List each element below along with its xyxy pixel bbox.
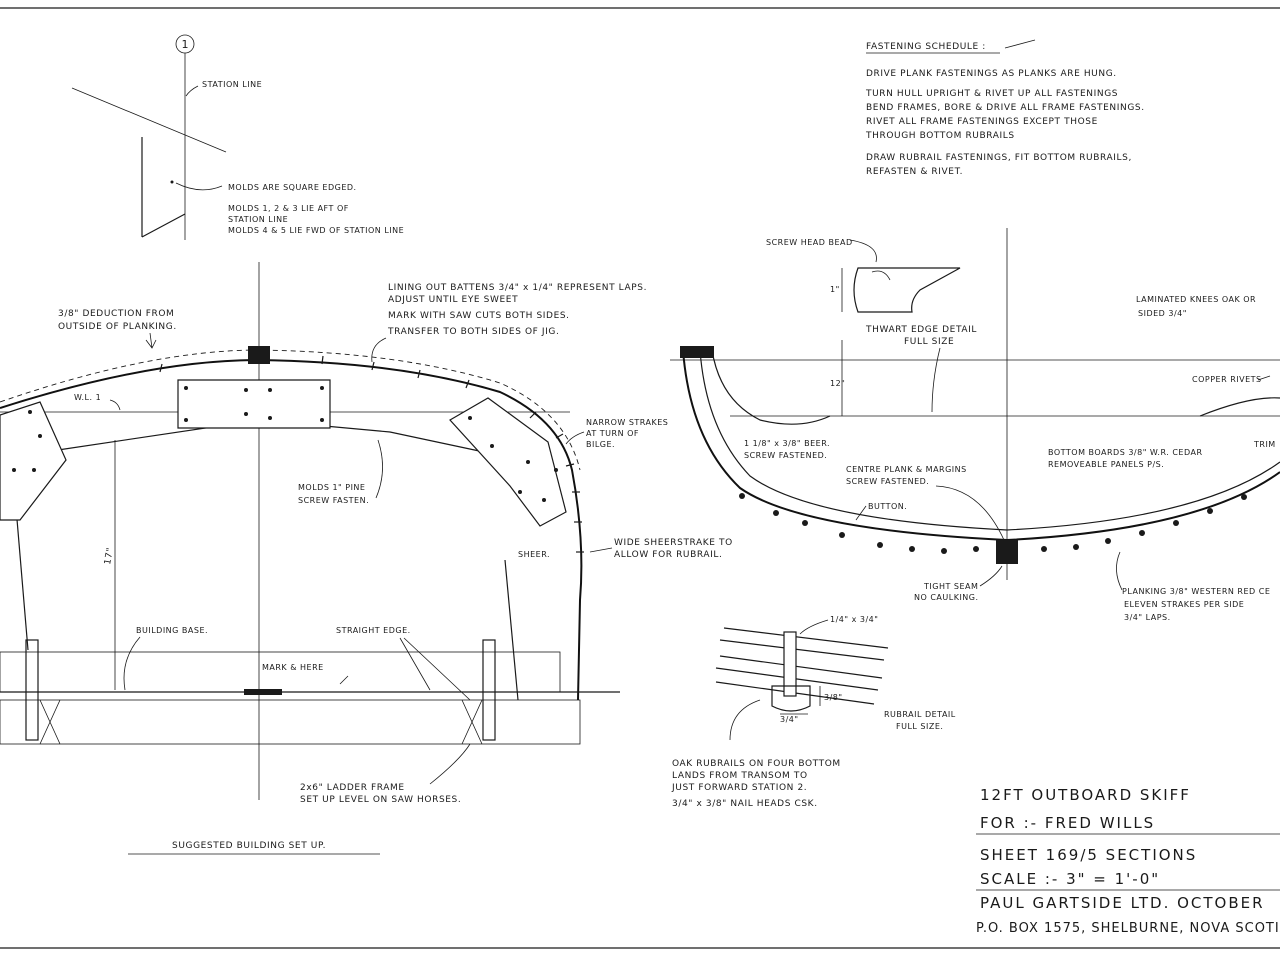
narrow-strakes-3: BILGE.: [586, 440, 615, 449]
thwart-detail-1: THWART EDGE DETAIL: [865, 325, 977, 335]
copper-rivets-label: COPPER RIVETS: [1192, 375, 1262, 384]
thwart-detail-2: FULL SIZE: [904, 337, 954, 347]
button-label: BUTTON.: [868, 502, 907, 511]
molds-note-2: MOLDS 1, 2 & 3 LIE AFT OF: [228, 204, 349, 213]
lining-label-1: LINING OUT BATTENS 3/4" x 1/4" REPRESENT…: [388, 283, 647, 293]
scale-line: SCALE :- 3" = 1'-0": [980, 870, 1160, 888]
rubrail-bolt-label: 1/4" x 3/4": [830, 615, 878, 624]
fastening-line-6: DRAW RUBRAIL FASTENINGS, FIT BOTTOM RUBR…: [866, 153, 1132, 163]
lining-label-2: ADJUST UNTIL EYE SWEET: [388, 295, 518, 305]
screw-head-bead-label: SCREW HEAD BEAD: [766, 238, 853, 247]
tight-seam-1: TIGHT SEAM: [923, 582, 978, 591]
laminated-knees-1: LAMINATED KNEES OAK OR: [1136, 295, 1256, 304]
ladder-label-2: SET UP LEVEL ON SAW HORSES.: [300, 795, 461, 805]
fastening-line-3: BEND FRAMES, BORE & DRIVE ALL FRAME FAST…: [866, 103, 1145, 113]
lining-batten-ticks: [159, 355, 584, 553]
fastening-schedule: FASTENING SCHEDULE : DRIVE PLANK FASTENI…: [865, 39, 1145, 177]
lining-label-3: MARK WITH SAW CUTS BOTH SIDES.: [388, 311, 570, 321]
narrow-strakes-1: NARROW STRAKES: [586, 418, 668, 427]
fastening-line-1: DRIVE PLANK FASTENINGS AS PLANKS ARE HUN…: [866, 69, 1117, 79]
rubrail-note-2: LANDS FROM TRANSOM TO: [672, 771, 808, 781]
dim-12-label: 12": [830, 379, 845, 388]
molds-note-4: MOLDS 4 & 5 LIE FWD OF STATION LINE: [228, 226, 404, 235]
centre-plank-1: CENTRE PLANK & MARGINS: [846, 465, 967, 474]
keel-block: [248, 346, 270, 364]
gunwale-block: [680, 346, 714, 358]
fastening-line-5: THROUGH BOTTOM RUBRAILS: [865, 131, 1015, 141]
title-block: 12FT OUTBOARD SKIFF FOR :- FRED WILLS SH…: [976, 786, 1280, 936]
tight-seam-2: NO CAULKING.: [914, 593, 979, 602]
client-line: FOR :- FRED WILLS: [980, 814, 1155, 832]
company-line: PAUL GARTSIDE LTD. OCTOBER: [980, 894, 1265, 912]
address-line: P.O. BOX 1575, SHELBURNE, NOVA SCOTIA, C: [976, 921, 1280, 936]
ladder-label-1: 2x6" LADDER FRAME: [300, 783, 405, 793]
laminated-knees-2: SIDED 3/4": [1138, 309, 1187, 318]
centre-gusset: [177, 379, 331, 429]
mark-here-label: MARK & HERE: [262, 663, 324, 672]
molds-pine-2: SCREW FASTEN.: [298, 496, 369, 505]
building-setup-view: 3/8" DEDUCTION FROM OUTSIDE OF PLANKING.…: [0, 262, 733, 855]
rubrail-dim-b: 3/8": [824, 693, 843, 702]
wide-sheerstrake-1: WIDE SHEERSTRAKE TO: [614, 538, 733, 548]
keel-plank: [996, 540, 1018, 564]
rubrail-profile: [771, 685, 811, 712]
building-base-label: BUILDING BASE.: [136, 626, 208, 635]
planking-2: ELEVEN STRAKES PER SIDE: [1124, 600, 1244, 609]
rubrail-note-3: JUST FORWARD STATION 2.: [671, 783, 807, 793]
fastening-schedule-title: FASTENING SCHEDULE :: [866, 42, 986, 52]
dim-1-label: 1": [830, 285, 840, 294]
left-gusset: [0, 401, 67, 521]
beer-label-1: 1 1/8" x 3/8" BEER.: [744, 439, 830, 448]
sheet-line: SHEET 169/5 SECTIONS: [980, 846, 1197, 864]
rubrail-detail-1: RUBRAIL DETAIL: [884, 710, 956, 719]
planking-3: 3/4" LAPS.: [1124, 613, 1171, 622]
station-line-label: STATION LINE: [202, 80, 262, 89]
lining-label-4: TRANSFER TO BOTH SIDES OF JIG.: [387, 327, 559, 337]
thwart-edge-profile: [853, 267, 961, 313]
sheer-label: SHEER.: [518, 550, 550, 559]
fastening-line-7: REFASTEN & RIVET.: [866, 167, 963, 177]
straight-edge-label: STRAIGHT EDGE.: [336, 626, 411, 635]
deduction-label-2: OUTSIDE OF PLANKING.: [58, 322, 177, 332]
left-post: [25, 639, 39, 741]
bottom-boards-2: REMOVEABLE PANELS P/S.: [1048, 460, 1164, 469]
narrow-strakes-2: AT TURN OF: [586, 429, 639, 438]
deduction-label-1: 3/8" DEDUCTION FROM: [58, 309, 174, 319]
hull-outer-skin: [682, 349, 1280, 542]
station-marker-number: 1: [182, 38, 189, 51]
mark-here-block: [244, 689, 282, 695]
centre-plank-2: SCREW FASTENED.: [846, 477, 929, 486]
hull-rivets: [739, 493, 1247, 554]
rubrail-detail: 1/4" x 3/4" 3/4" 3/8" RUBRAIL DETAIL FUL…: [671, 615, 956, 809]
trim-label: TRIM: [1253, 440, 1276, 449]
ladder-frame: [0, 699, 581, 745]
fastening-line-4: RIVET ALL FRAME FASTENINGS EXCEPT THOSE: [866, 117, 1098, 127]
molds-note-1: MOLDS ARE SQUARE EDGED.: [228, 183, 357, 192]
wide-sheerstrake-2: ALLOW FOR RUBRAIL.: [614, 550, 722, 560]
bottom-boards-1: BOTTOM BOARDS 3/8" W.R. CEDAR: [1048, 448, 1203, 457]
molds-pine-1: MOLDS 1" PINE: [298, 483, 365, 492]
right-post: [482, 639, 496, 741]
height-dim-label: 17": [103, 547, 116, 566]
setup-caption: SUGGESTED BUILDING SET UP.: [172, 841, 326, 851]
rubrail-dim-a: 3/4": [780, 715, 799, 724]
hull-section-view: SCREW HEAD BEAD 1" 12" THWART EDGE DETAI…: [670, 228, 1280, 622]
fastening-line-2: TURN HULL UPRIGHT & RIVET UP ALL FASTENI…: [865, 89, 1118, 99]
rubrail-note-1: OAK RUBRAILS ON FOUR BOTTOM: [672, 759, 841, 769]
project-title: 12FT OUTBOARD SKIFF: [980, 786, 1191, 804]
right-gusset: [449, 397, 567, 527]
gusset-screws: [12, 386, 558, 502]
planking-1: PLANKING 3/8" WESTERN RED CE: [1122, 587, 1270, 596]
molds-note-3: STATION LINE: [228, 215, 288, 224]
beer-label-2: SCREW FASTENED.: [744, 451, 827, 460]
sheet-border: [0, 7, 1280, 949]
rubrail-note-4: 3/4" x 3/8" NAIL HEADS CSK.: [672, 799, 818, 809]
station-line-detail: 1 STATION LINE MOLDS ARE SQUARE EDGED. M…: [71, 34, 404, 240]
wl-label: W.L. 1: [74, 393, 101, 402]
rubrail-detail-2: FULL SIZE.: [896, 722, 943, 731]
